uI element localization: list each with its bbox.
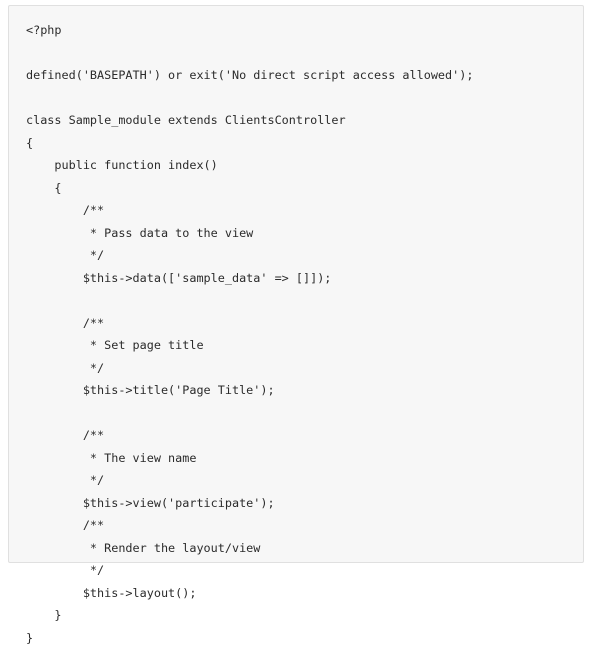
code-line: { [26, 132, 473, 155]
code-line [26, 42, 473, 65]
code-line [26, 289, 473, 312]
code-line: * Render the layout/view [26, 537, 473, 560]
code-block: <?php defined('BASEPATH') or exit('No di… [8, 5, 584, 563]
code-line: * Pass data to the view [26, 222, 473, 245]
code-line: * The view name [26, 447, 473, 470]
code-line: $this->view('participate'); [26, 492, 473, 515]
code-line: /** [26, 514, 473, 537]
code-lines: <?php defined('BASEPATH') or exit('No di… [26, 19, 473, 649]
code-line: /** [26, 312, 473, 335]
code-line: * Set page title [26, 334, 473, 357]
code-line: } [26, 604, 473, 627]
code-line: $this->layout(); [26, 582, 473, 605]
code-line [26, 402, 473, 425]
code-line: $this->title('Page Title'); [26, 379, 473, 402]
code-line: */ [26, 559, 473, 582]
code-line: /** [26, 199, 473, 222]
code-line: { [26, 177, 473, 200]
code-line: $this->data(['sample_data' => []]); [26, 267, 473, 290]
code-line: public function index() [26, 154, 473, 177]
code-line: */ [26, 357, 473, 380]
code-line: class Sample_module extends ClientsContr… [26, 109, 473, 132]
code-line: <?php [26, 19, 473, 42]
code-line: */ [26, 469, 473, 492]
code-line: } [26, 627, 473, 649]
code-line: /** [26, 424, 473, 447]
code-line: defined('BASEPATH') or exit('No direct s… [26, 64, 473, 87]
code-line: */ [26, 244, 473, 267]
code-line [26, 87, 473, 110]
